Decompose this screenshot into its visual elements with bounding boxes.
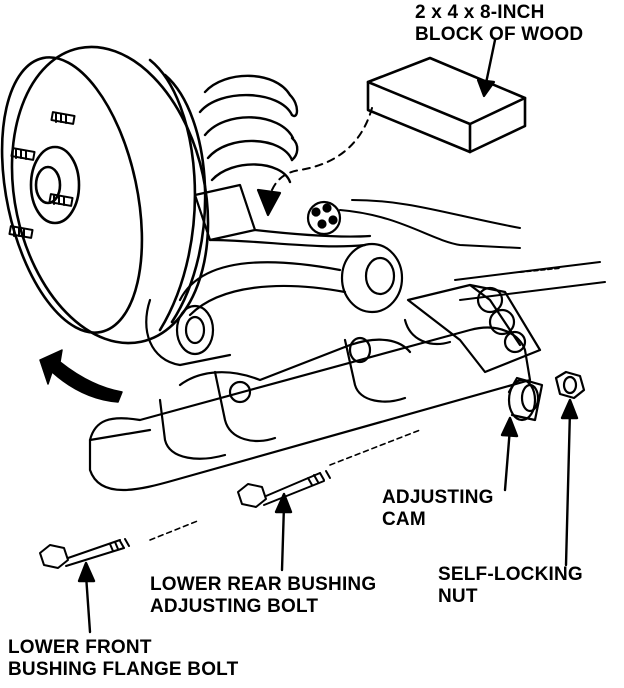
- self-locking-nut-label: SELF-LOCKING NUT: [438, 564, 583, 608]
- block-of-wood-label: 2 x 4 x 8-INCH BLOCK OF WOOD: [415, 2, 583, 46]
- lug-stud: [50, 111, 76, 125]
- rotation-arrow-icon: [39, 349, 123, 403]
- wood-block: [366, 56, 527, 154]
- lug-stud: [10, 147, 36, 161]
- center-bushing: [306, 200, 404, 314]
- block-of-wood-label-line2: BLOCK OF WOOD: [415, 24, 584, 45]
- self-locking-nut-label-line1: SELF-LOCKING: [438, 564, 583, 585]
- block-of-wood-label-line1: 2 x 4 x 8-INCH: [415, 2, 545, 23]
- wood-label-leader: [476, 38, 497, 98]
- frame-lines: [339, 199, 606, 301]
- coil-spring: [198, 74, 299, 184]
- adjusting-bracket: [403, 283, 542, 374]
- self-locking-nut-label-line2: NUT: [438, 586, 478, 607]
- lug-studs: [8, 111, 76, 239]
- bolt-axis-lines: [149, 429, 421, 541]
- lug-stud: [48, 193, 74, 207]
- dashed-guide-line: [269, 107, 373, 196]
- label-leaders: [77, 398, 579, 634]
- self-locking-nut-part: [554, 370, 586, 400]
- adjusting-cam-part: [507, 376, 544, 422]
- lower-rear-bushing-bolt-label-line2: ADJUSTING BOLT: [150, 596, 319, 617]
- placement-arrow: [256, 188, 282, 217]
- lower-front-bushing-bolt-label-line2: BUSHING FLANGE BOLT: [8, 659, 239, 680]
- lug-stud: [8, 225, 34, 239]
- adjusting-cam-label: ADJUSTING CAM: [382, 487, 494, 531]
- brake-drum: [0, 45, 210, 345]
- lower-front-bushing-bolt-label: LOWER FRONT BUSHING FLANGE BOLT: [8, 637, 238, 681]
- lower-rear-bushing-bolt-label: LOWER REAR BUSHING ADJUSTING BOLT: [150, 574, 376, 618]
- lower-rear-bushing-bolt-label-line1: LOWER REAR BUSHING: [150, 574, 377, 595]
- adjusting-cam-label-line2: CAM: [382, 509, 426, 530]
- lower-front-bolt-part: [39, 538, 130, 569]
- lower-arm: [88, 298, 532, 491]
- lower-rear-bolt-part: [237, 470, 331, 508]
- adjusting-cam-label-line1: ADJUSTING: [382, 487, 494, 508]
- lower-front-bushing-bolt-label-line1: LOWER FRONT: [8, 637, 152, 658]
